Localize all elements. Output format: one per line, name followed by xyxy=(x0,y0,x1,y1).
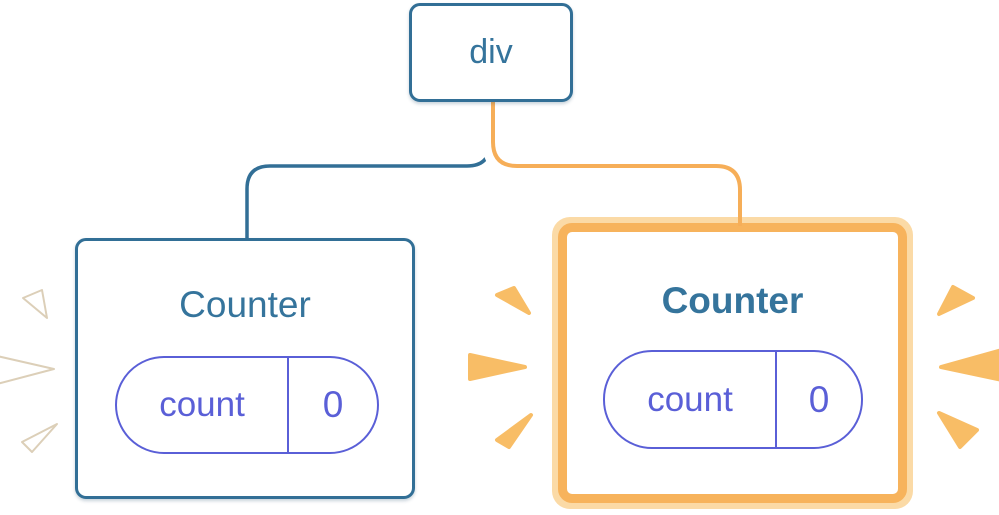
burst-icon xyxy=(21,423,58,453)
connector-right-line xyxy=(491,98,742,224)
burst-icon xyxy=(22,289,48,319)
burst-icon xyxy=(468,353,527,381)
component-card-counter-left: Counter count 0 xyxy=(75,238,415,499)
component-card-counter-right-highlight: Counter count 0 xyxy=(552,217,913,509)
state-pill: count 0 xyxy=(603,350,863,449)
connector-left-line xyxy=(245,100,492,240)
connector-right-halo xyxy=(482,98,751,218)
burst-icon xyxy=(939,348,999,382)
state-value: 0 xyxy=(322,384,344,425)
state-value: 0 xyxy=(808,378,830,420)
state-key-label: count xyxy=(605,352,777,447)
component-card-counter-right: Counter count 0 xyxy=(558,223,907,503)
burst-icon xyxy=(937,411,979,449)
tree-node-div: div xyxy=(409,3,573,102)
connector-right-line-overlay xyxy=(738,213,742,226)
component-title: Counter xyxy=(661,280,804,321)
burst-icon xyxy=(495,286,531,315)
state-pill: count 0 xyxy=(115,356,379,454)
state-key-label: count xyxy=(117,358,289,452)
tree-node-div-label: div xyxy=(469,33,513,71)
burst-icon xyxy=(937,285,975,316)
burst-icon xyxy=(0,355,55,385)
component-title: Counter xyxy=(179,284,311,325)
burst-icon xyxy=(495,413,533,449)
